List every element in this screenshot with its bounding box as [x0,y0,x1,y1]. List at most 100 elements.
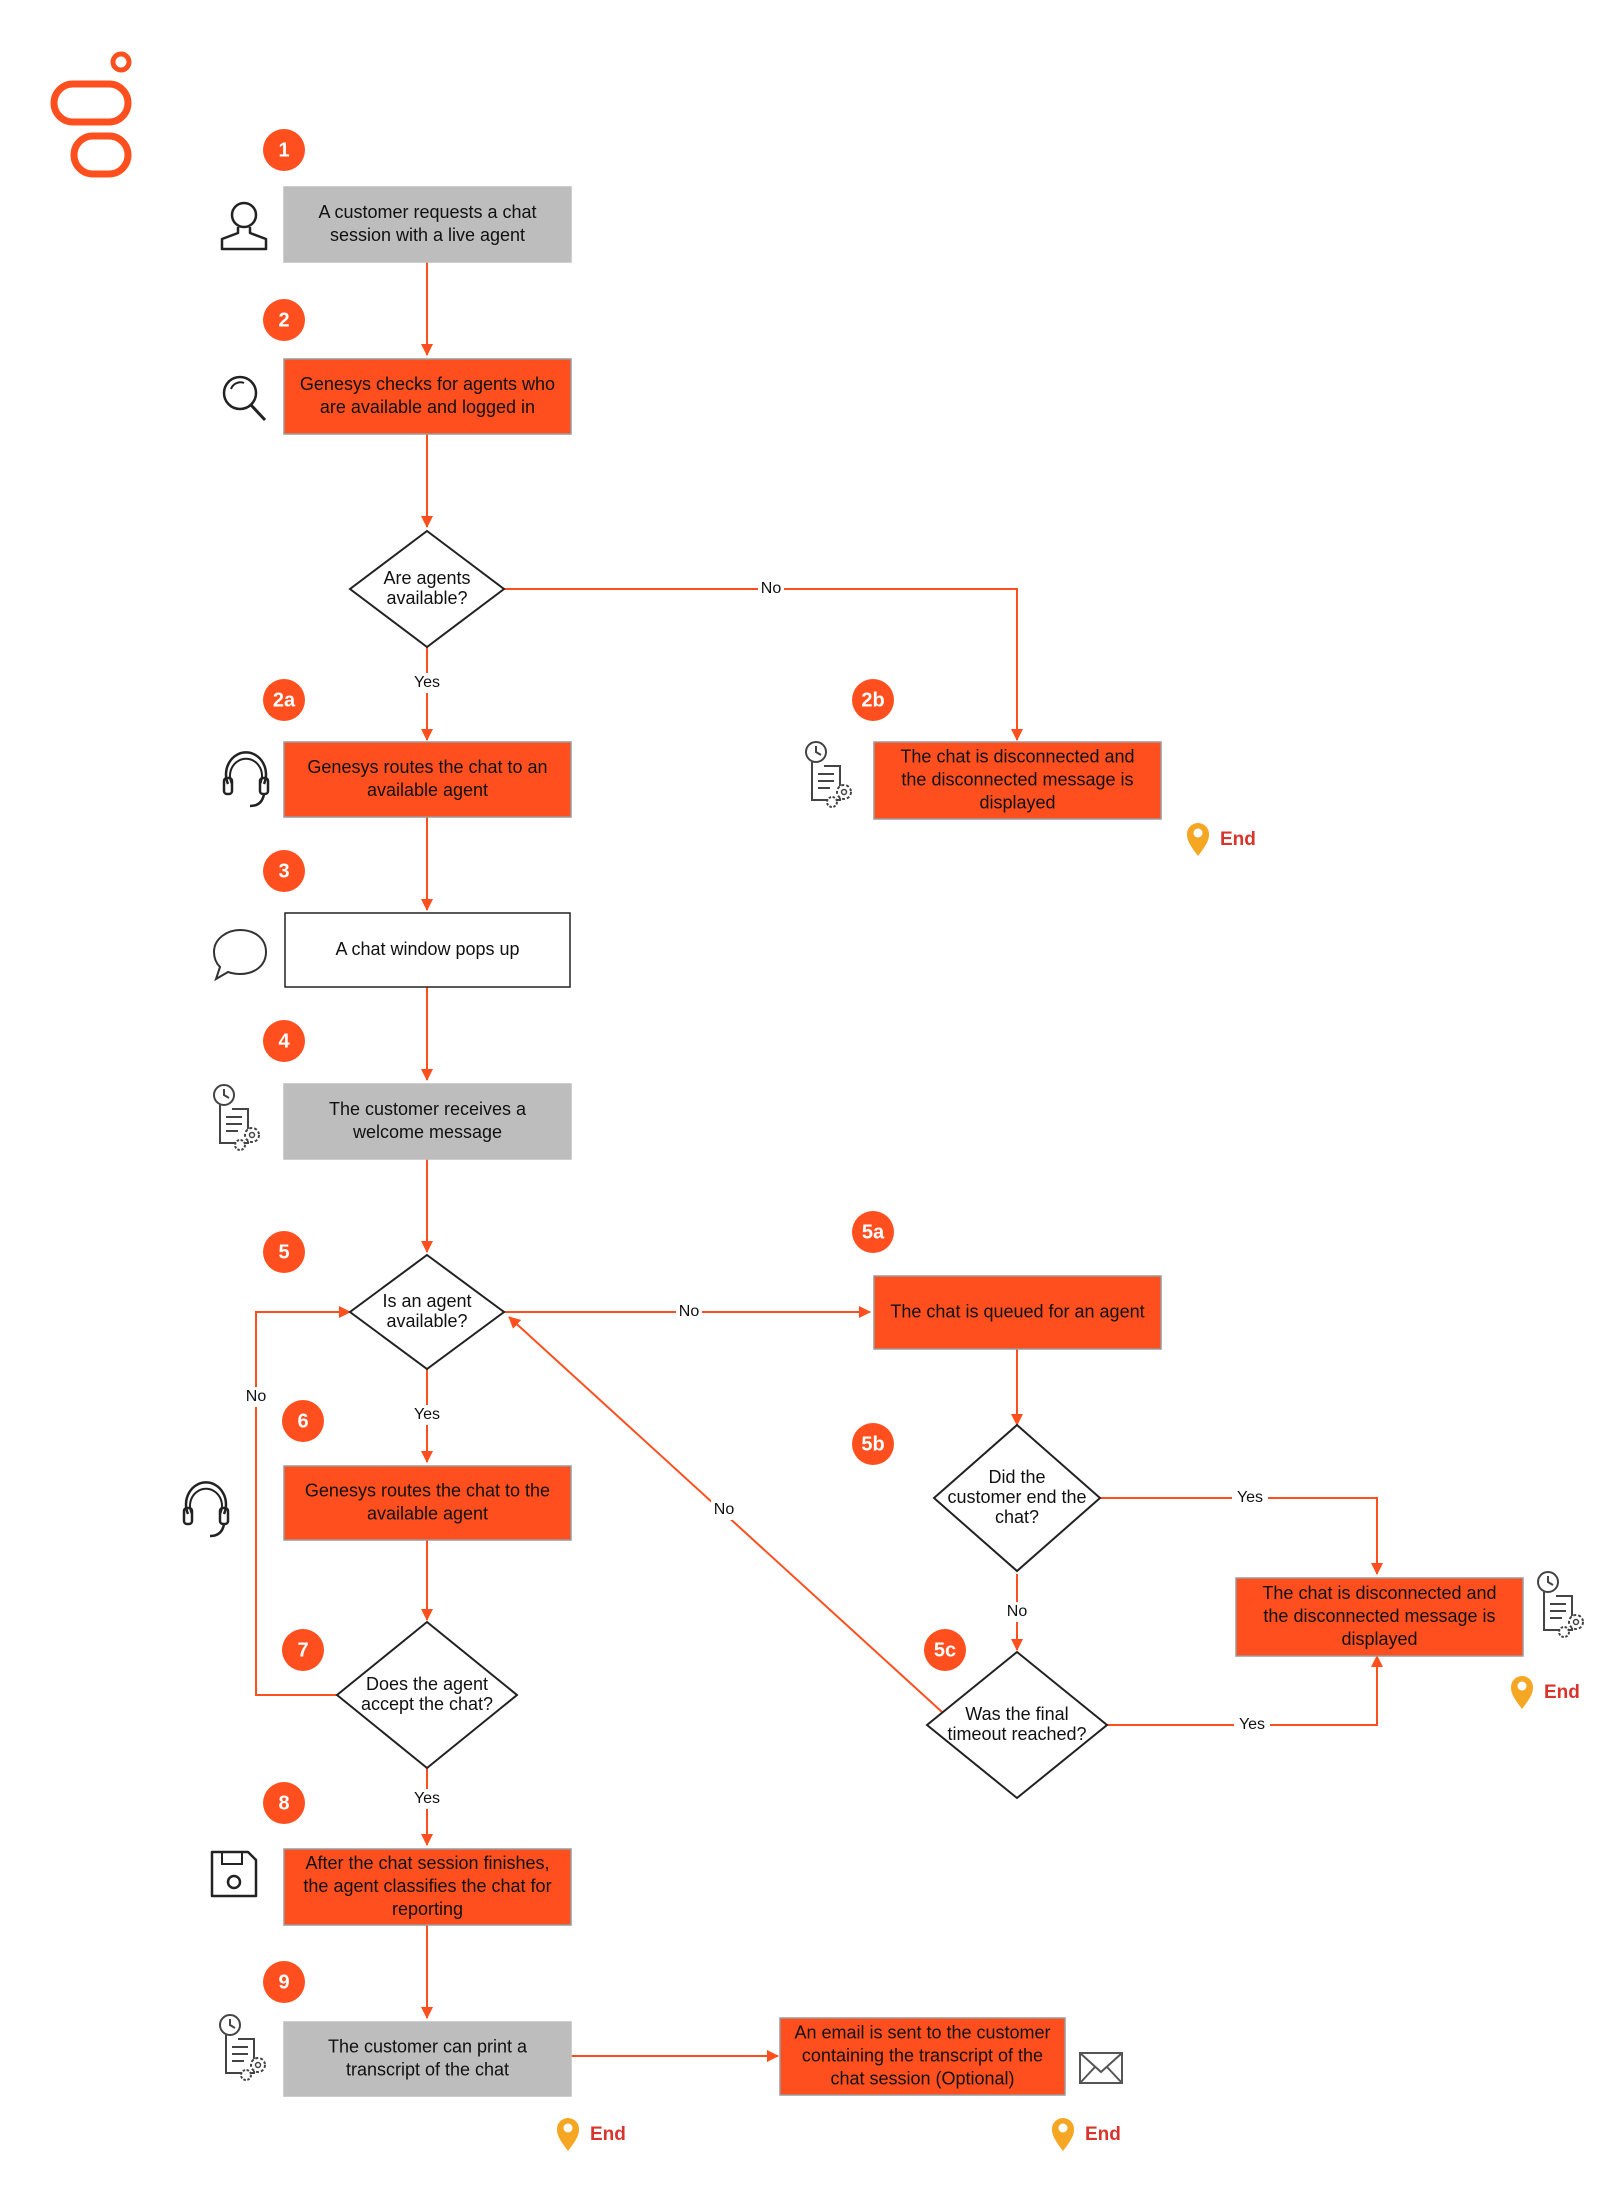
edge-label-yes-end: Yes [1237,1489,1263,1506]
process-box [283,2021,572,2097]
step-number: 4 [278,1030,290,1052]
end-marker: End [1187,823,1256,856]
node-text-line: Did the [988,1467,1045,1487]
node-text-line: After the chat session finishes, [305,1853,549,1873]
edge-label-no-available: No [761,580,782,597]
step-badge-5a: 5a [852,1211,894,1253]
node-text-line: chat session (Optional) [830,2068,1014,2088]
node-text-line: session with a live agent [330,225,525,245]
end-label: End [1220,829,1256,850]
end-marker: End [1052,2118,1121,2151]
step-number: 8 [278,1792,289,1814]
headset-icon [222,751,270,808]
node-text-line: Genesys routes the chat to an [307,757,547,777]
node-window: A chat window pops up [284,912,571,988]
step-number: 1 [278,139,289,161]
node-text-line: reporting [392,1899,463,1919]
person-icon [220,201,268,251]
step-number: 5 [278,1241,289,1263]
node-text-line: available agent [367,1503,488,1523]
node-text-line: Genesys checks for agents who [300,374,555,394]
decision-diamond [925,1650,1109,1800]
genesys-logo [50,51,132,178]
document-gear-icon [1537,1571,1584,1638]
process-box [283,1848,572,1926]
step-number: 3 [278,860,289,882]
decision-diamond [348,1253,506,1371]
process-box [283,741,572,818]
step-badge-8: 8 [263,1782,305,1824]
node-text-line: The chat is disconnected and [900,746,1134,766]
node-text-line: The chat is queued for an agent [890,1301,1144,1321]
edge-label-no-accept: No [246,1388,267,1405]
step-number: 5b [861,1433,884,1455]
node-text-line: accept the chat? [361,1694,493,1714]
node-text-line: are available and logged in [320,397,535,417]
step-badge-5c: 5c [924,1629,966,1671]
edge-label-yes-available: Yes [414,674,440,691]
node-classify: After the chat session finishes, the agen… [283,1848,572,1926]
step-number: 5c [934,1639,956,1661]
location-pin-icon [1511,1676,1533,1709]
node-email: An email is sent to the customercontaini… [779,2017,1066,2096]
chat-bubble-icon [212,928,268,982]
node-text-line: transcript of the chat [346,2059,509,2079]
end-marker: End [557,2118,626,2151]
process-box [873,1275,1162,1350]
node-disc1: The chat is disconnected and the disconne… [873,741,1162,820]
edge-label-yes-timeout: Yes [1239,1716,1265,1733]
step-badge-5: 5 [263,1231,305,1273]
step-badge-2b: 2b [852,679,894,721]
node-text-line: the disconnected message is [901,769,1133,789]
end-marker: End [1511,1676,1580,1709]
node-text-line: A customer requests a chat [318,202,536,222]
location-pin-icon [1187,823,1209,856]
node-text-line: The customer can print a [328,2036,528,2056]
envelope-icon [1079,2052,1123,2084]
step-number: 5a [862,1221,885,1243]
node-text-line: the agent classifies the chat for [303,1876,551,1896]
step-number: 7 [297,1639,308,1661]
location-pin-icon [557,2118,579,2151]
process-box [873,741,1162,820]
step-number: 2 [278,309,289,331]
edge-no-accept-loop [255,1306,351,1696]
process-box [1235,1577,1524,1657]
edge-yes-timeout-to-disconnect [1107,1655,1383,1726]
node-text-line: the disconnected message is [1263,1606,1495,1626]
node-transcript: The customer can print a transcript of th… [283,2021,572,2097]
node-text-line: chat? [995,1507,1039,1527]
headset-icon [182,1481,230,1538]
edge-label-yes-accept: Yes [414,1790,440,1807]
document-gear-icon [219,2014,266,2081]
edge-no-to-disconnect-1 [504,588,1023,741]
edge-label-no-timeout: No [714,1501,735,1518]
document-gear-icon [805,741,852,808]
node-text-line: available agent [367,780,488,800]
step-badge-6: 6 [282,1400,324,1442]
process-box [283,1465,572,1541]
node-text-line: customer end the [947,1487,1086,1507]
step-badge-3: 3 [263,850,305,892]
node-text-line: available? [386,588,467,608]
location-pin-icon [1052,2118,1074,2151]
edge-label-no-end: No [1007,1603,1028,1620]
process-box [284,912,571,988]
node-text-line: displayed [979,792,1055,812]
save-icon [210,1850,258,1898]
flow-nodes: A customer requests a chat session with a… [283,186,1524,2097]
end-label: End [590,2124,626,2145]
step-badge-4: 4 [263,1020,305,1062]
node-text-line: The chat is disconnected and [1262,1583,1496,1603]
node-text-line: A chat window pops up [335,939,519,959]
node-request: A customer requests a chat session with a… [283,186,572,263]
end-label: End [1544,1682,1580,1703]
decision-diamond [348,529,506,649]
node-disc2: The chat is disconnected and the disconne… [1235,1577,1524,1657]
